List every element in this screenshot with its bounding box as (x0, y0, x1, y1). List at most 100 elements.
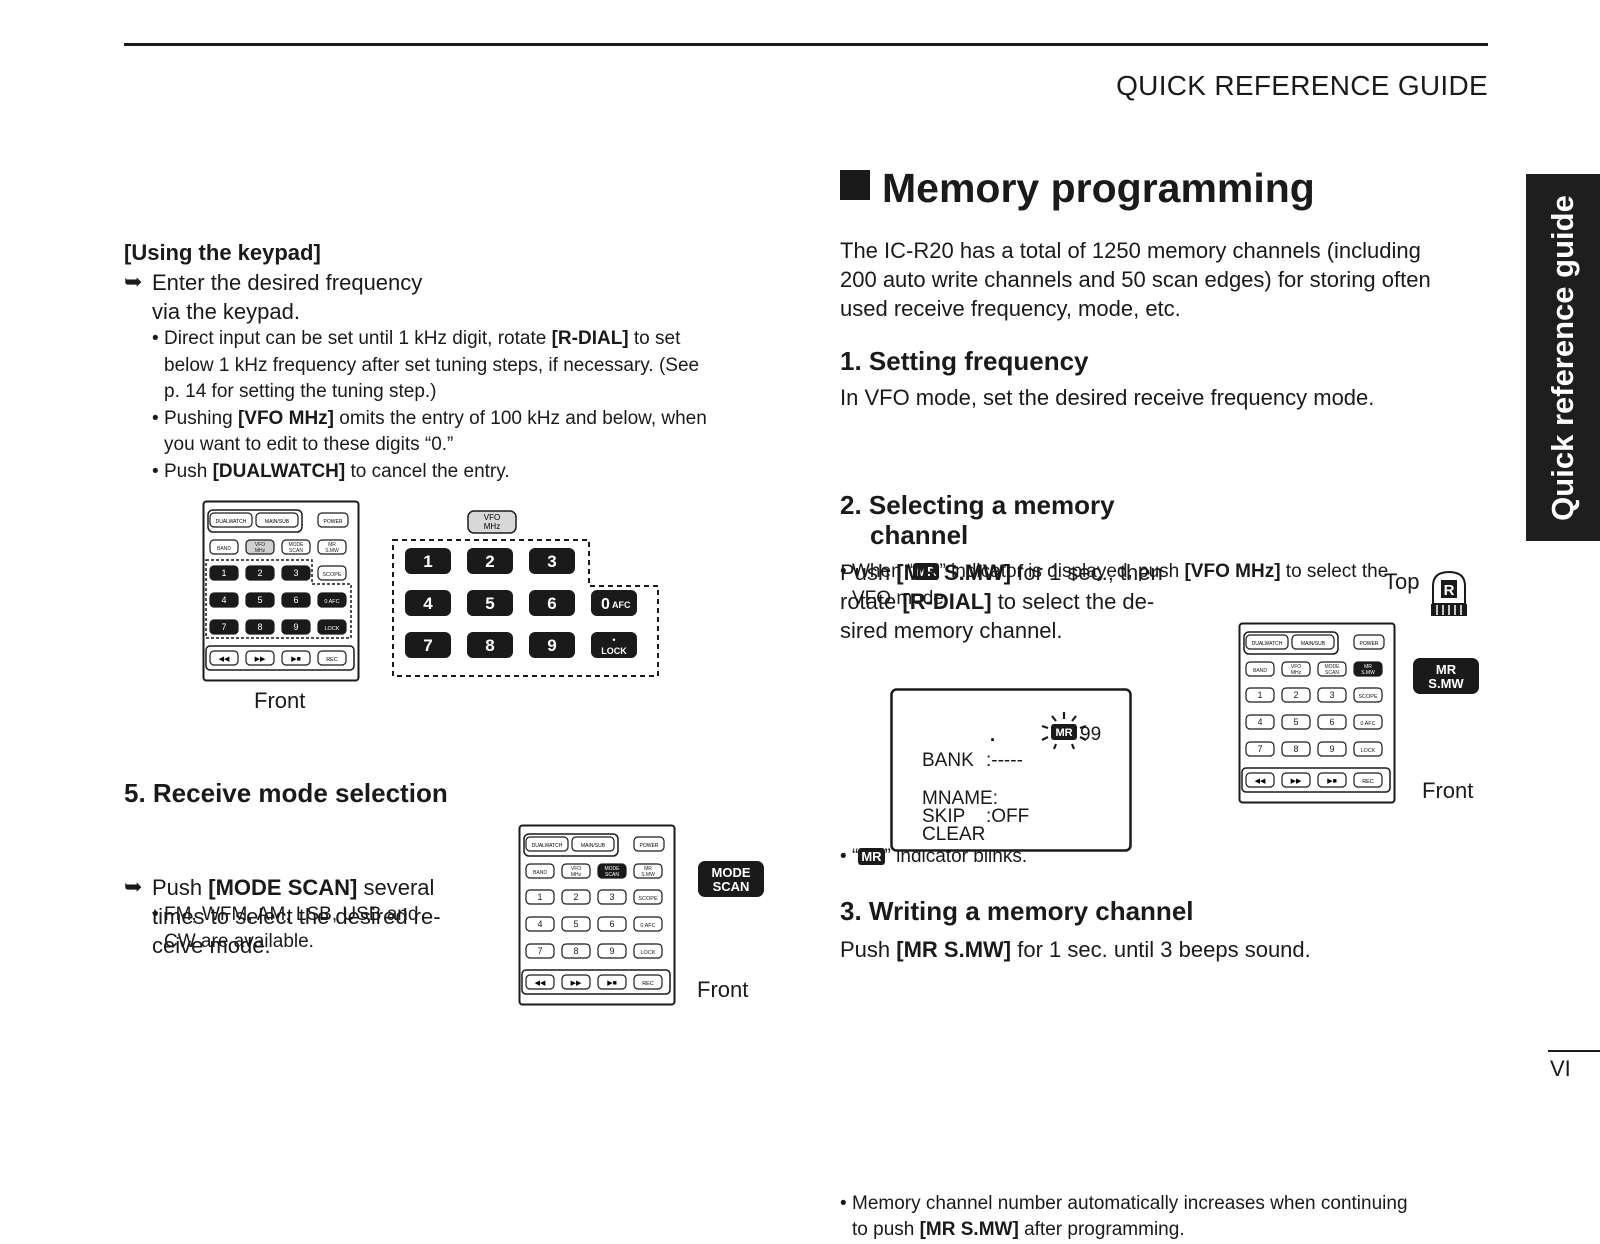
vfo-key-label: VFO (571, 866, 581, 872)
zoom-key-0-1 (467, 548, 513, 574)
front-key-2-3 (633, 943, 663, 959)
top-caption: Top (1384, 569, 1420, 594)
lcd-dot: · (990, 730, 996, 750)
front-key-label: 0 AFC (324, 599, 339, 605)
front-key-label: 4 (1257, 717, 1262, 727)
front-key-label: SCOPE (638, 896, 658, 902)
front-key-0-3 (633, 889, 663, 905)
front-key-label: SCOPE (1358, 694, 1378, 700)
front-key-label: 7 (221, 622, 226, 632)
front-key-0-0 (525, 889, 555, 905)
s2-body: Push [MR S.MW] for 1 sec., then rotate [… (840, 560, 1163, 643)
mainsub-key-label: MAIN/SUB (265, 519, 290, 525)
lcd-display-diagram: BANK :----- MNAME: SKIP :OFF CLEAR 99 · … (890, 688, 1132, 852)
keypad-bullet-3: Push [DUALWATCH] to cancel the entry. (152, 459, 772, 486)
front-key-label: 5 (573, 919, 578, 929)
front-key-label: 9 (609, 946, 614, 956)
zoom-afc-label: AFC (612, 600, 631, 610)
front-key-1-1 (561, 916, 591, 932)
lcd-bank-value: :----- (986, 750, 1023, 771)
mr-smw-callout: MR S.MW (1413, 658, 1479, 694)
top-key-group (207, 509, 303, 533)
front-key-label: 3 (293, 568, 298, 578)
power-key (1353, 634, 1385, 650)
zoom-key-label: 9 (547, 636, 556, 655)
zoom-key-label: 5 (485, 594, 494, 613)
svg-text:R: R (1444, 582, 1455, 599)
front-key-label: 9 (293, 622, 298, 632)
zoom-key-label: 4 (423, 594, 433, 613)
transport-key-label: ▶■ (291, 656, 301, 663)
front-key-label: 3 (609, 892, 614, 902)
front-key-label: 0 AFC (640, 923, 655, 929)
dualwatch-key-label: DUALWATCH (1252, 641, 1283, 647)
mainsub-key (571, 836, 615, 852)
band-key (525, 863, 555, 879)
zoom-key-label: 7 (423, 636, 432, 655)
mode-key-label: MODE (605, 866, 621, 872)
zoom-vfo-label-2: MHz (484, 522, 500, 531)
transport-key-label: ▶▶ (1291, 778, 1302, 785)
zoom-key-2-3 (591, 632, 637, 658)
keypad-bullets: Direct input can be set until 1 kHz digi… (152, 326, 772, 485)
transport-key-1 (1281, 772, 1311, 788)
vfo-key (245, 539, 275, 555)
front-key-label: 1 (1257, 690, 1262, 700)
mode-key (281, 539, 311, 555)
power-key-label: POWER (640, 843, 659, 849)
zoom-key-2-2 (529, 632, 575, 658)
power-key-label: POWER (324, 519, 343, 525)
front-key-2-3 (317, 619, 347, 635)
mr-key-label: MR (644, 866, 652, 872)
lcd-name-label: MNAME: (922, 788, 998, 809)
zoom-key-label: 8 (485, 636, 494, 655)
zoom-vfo-label-1: VFO (484, 513, 500, 522)
band-key (1245, 661, 1275, 677)
s3-heading: 3. Writing a memory channel (840, 896, 1194, 926)
transport-group (521, 969, 671, 995)
dualwatch-key-label: DUALWATCH (532, 843, 563, 849)
mr-indicator-icon: MR (913, 563, 940, 580)
page-title: Memory programming (840, 165, 1315, 212)
title-square-icon (840, 170, 870, 200)
mr-key (1353, 661, 1383, 677)
dualwatch-key (1245, 634, 1289, 650)
side-tab-label: Quick reference guide (1545, 194, 1580, 521)
transport-group (1241, 767, 1391, 793)
vfo-key (1281, 661, 1311, 677)
vfo-key-label: MHz (571, 872, 582, 878)
top-key-group (523, 833, 619, 857)
power-key (317, 512, 349, 528)
front-key-1-2 (597, 916, 627, 932)
zoom-key-0-0 (405, 548, 451, 574)
front-key-2-0 (525, 943, 555, 959)
band-key (209, 539, 239, 555)
mr-key-label: MR (328, 542, 336, 548)
front-key-2-0 (209, 619, 239, 635)
front-key-label: 6 (1329, 717, 1334, 727)
zoom-key-0-2 (529, 548, 575, 574)
mainsub-key (255, 512, 299, 528)
front-key-label: 6 (293, 595, 298, 605)
transport-key-label: ◀◀ (219, 656, 230, 663)
receive-heading: 5. Receive mode selection (124, 778, 448, 808)
zoom-key-label: 3 (547, 552, 556, 571)
mode-key (1317, 661, 1347, 677)
front-key-0-2 (597, 889, 627, 905)
top-rule (124, 43, 1488, 46)
front-key-1-0 (209, 592, 239, 608)
vfo-key-label: VFO (1291, 664, 1301, 670)
mr-key (633, 863, 663, 879)
dualwatch-key-label: DUALWATCH (216, 519, 247, 525)
zoom-key-1-1 (467, 590, 513, 616)
s1-heading: 1. Setting frequency (840, 346, 1089, 376)
front-key-1-1 (245, 592, 275, 608)
mr-key-label: S.MW (1361, 670, 1375, 676)
s1-body: In VFO mode, set the desired receive fre… (840, 385, 1375, 410)
radio-top-dial-icon: R (1431, 570, 1467, 616)
zoom-key-1-0 (405, 590, 451, 616)
dualwatch-key (525, 836, 569, 852)
mode-key-label: SCAN (605, 872, 619, 878)
